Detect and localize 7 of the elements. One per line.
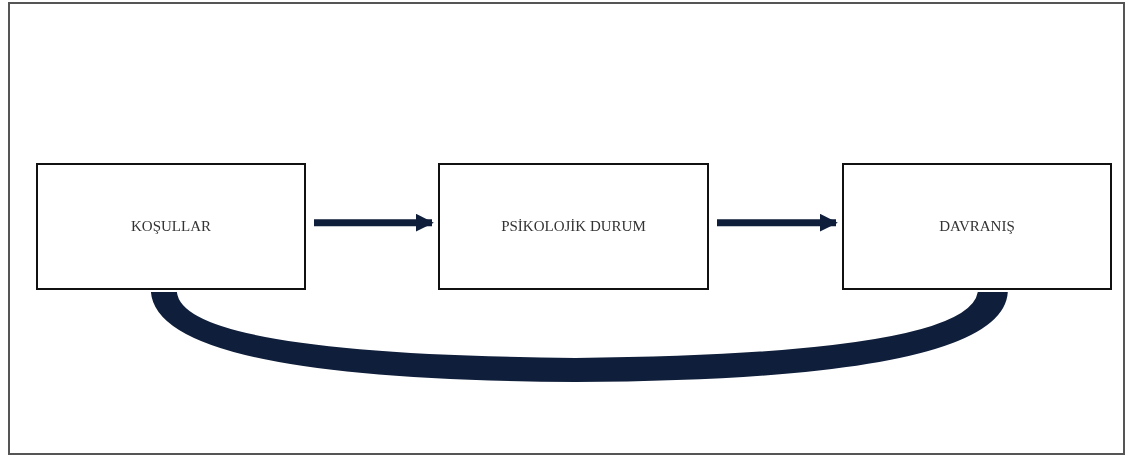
process-box	[36, 163, 306, 290]
box-label: DAVRANIŞ	[939, 218, 1015, 235]
box-label: KOŞULLAR	[131, 218, 211, 235]
process-box	[842, 163, 1112, 290]
curved-connector	[150, 292, 1008, 382]
box-label: PSİKOLOJİK DURUM	[501, 218, 646, 235]
process-box	[438, 163, 709, 290]
